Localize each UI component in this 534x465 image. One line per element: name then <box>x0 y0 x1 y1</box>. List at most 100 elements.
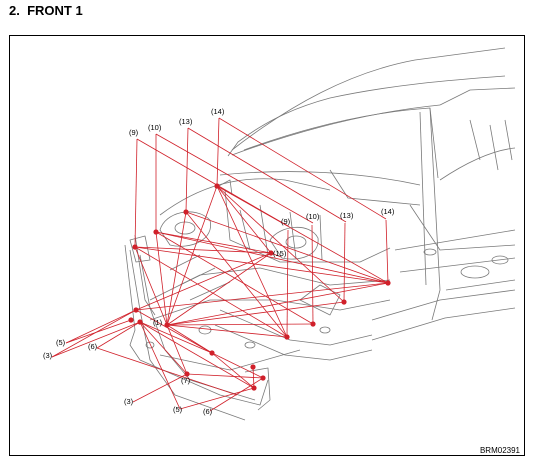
callout-lines <box>51 117 389 412</box>
callout-line <box>216 185 288 338</box>
callout-label-5a: (5) <box>56 338 66 347</box>
callout-line <box>166 301 345 326</box>
firewall-ribs <box>239 204 323 261</box>
callout-line <box>166 323 314 326</box>
callout-label-15: (15) <box>273 249 287 258</box>
callout-line <box>166 185 218 326</box>
floor-hole <box>460 265 490 279</box>
b-pillar-inner <box>419 111 427 286</box>
callout-line <box>96 347 238 396</box>
callout-label-6b: (6) <box>203 407 213 416</box>
callout-line <box>166 211 187 326</box>
callout-line <box>134 246 168 326</box>
callout-label-9b: (9) <box>281 217 291 226</box>
callout-label-7: (7) <box>181 376 191 385</box>
callout-line <box>96 321 141 349</box>
callout-line <box>51 321 141 358</box>
firewall <box>224 189 391 263</box>
fender-apron <box>159 178 331 216</box>
callout-line <box>139 321 213 354</box>
strut-tower-right <box>269 226 319 260</box>
mount-hole <box>319 326 331 334</box>
windshield-top <box>329 75 506 99</box>
callout-line <box>134 138 138 248</box>
side-sill <box>371 289 516 321</box>
radiator-support <box>124 244 141 361</box>
measurement-point <box>214 183 220 189</box>
floor-hole <box>491 255 509 265</box>
floor-ridge <box>394 229 516 273</box>
measurement-point <box>209 350 215 356</box>
floor-hole <box>423 248 437 256</box>
callout-line <box>216 185 389 284</box>
callout-line <box>187 127 347 223</box>
callout-line <box>211 352 264 379</box>
floor-panel <box>409 204 516 251</box>
callout-label-3b: (3) <box>124 397 134 406</box>
callout-line <box>166 324 188 375</box>
callout-line <box>139 321 255 389</box>
measurement-point <box>310 321 316 327</box>
callout-line <box>185 211 389 284</box>
callout-line <box>155 231 168 326</box>
callout-line <box>135 282 389 311</box>
callout-label-14a: (14) <box>211 107 225 116</box>
callout-line <box>166 324 288 338</box>
callout-label-10b: (10) <box>306 212 320 221</box>
c-pillar-bits <box>469 119 513 171</box>
callout-line <box>65 319 132 344</box>
measurement-point <box>260 375 266 381</box>
lower-member <box>159 349 301 371</box>
callout-line <box>216 117 220 187</box>
callout-label-13b: (13) <box>340 211 354 220</box>
front-rail-right-inner <box>214 324 373 361</box>
callout-line <box>135 309 213 354</box>
callout-line <box>216 185 345 303</box>
apron-ribs <box>169 254 231 301</box>
callout-line <box>132 373 188 403</box>
callout-line <box>65 309 137 344</box>
a-pillar <box>227 97 331 157</box>
figure-code: BRM02391 <box>479 446 520 455</box>
callout-label-10a: (10) <box>148 123 162 132</box>
door-opening <box>439 147 516 181</box>
measurement-point <box>284 334 290 340</box>
diagram-frame <box>9 35 525 456</box>
callout-line <box>135 252 272 311</box>
measurement-point <box>137 319 143 325</box>
callout-line <box>185 127 189 213</box>
callout-line <box>136 138 289 227</box>
callout-line <box>186 373 264 379</box>
callout-label-1: (1) <box>153 318 163 327</box>
measurement-point <box>251 385 257 391</box>
callout-line <box>216 185 272 254</box>
measurement-point <box>128 317 134 323</box>
mount-hole <box>198 325 212 335</box>
callout-line <box>166 324 213 354</box>
callout-label-13a: (13) <box>179 117 193 126</box>
callout-line <box>385 219 389 284</box>
callout-line <box>311 224 314 325</box>
mount-hole <box>145 341 155 349</box>
callout-line <box>155 231 389 284</box>
strut-hole <box>285 235 307 249</box>
measurement-point <box>268 250 274 256</box>
callout-line <box>155 231 272 254</box>
callout-line <box>134 246 389 284</box>
callout-label-14b: (14) <box>381 207 395 216</box>
callout-points <box>128 183 391 391</box>
measurement-point <box>184 371 190 377</box>
measurement-point <box>385 280 391 286</box>
front-rail-right <box>219 309 373 346</box>
car-body-outline <box>124 47 516 421</box>
callout-line <box>166 252 272 326</box>
hood-hinge <box>214 179 233 196</box>
measurement-point <box>250 364 256 370</box>
side-sill-lower <box>371 307 516 341</box>
measurement-point <box>153 229 159 235</box>
callout-line <box>139 321 188 375</box>
roof-line <box>231 47 506 151</box>
strut-hole <box>174 221 196 235</box>
b-pillar <box>429 107 441 321</box>
callout-line <box>286 229 289 338</box>
